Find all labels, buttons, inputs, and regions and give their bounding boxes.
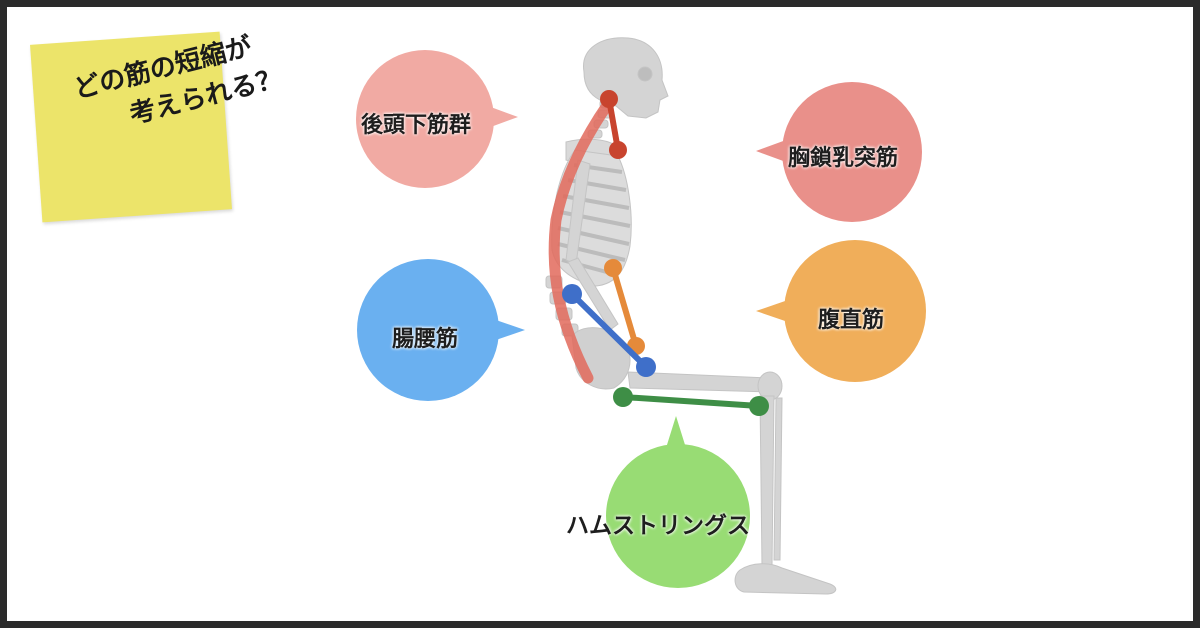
abdominal-marker-line bbox=[610, 267, 639, 347]
hamstring-marker-line bbox=[622, 394, 760, 409]
neck-marker-top bbox=[600, 90, 618, 108]
foot bbox=[734, 563, 837, 595]
bubble-suboccipital bbox=[356, 50, 518, 188]
skull bbox=[583, 37, 669, 119]
label-iliopsoas: 腸腰筋 bbox=[392, 327, 459, 352]
bubble-hamstrings bbox=[606, 416, 750, 588]
bubble-scm bbox=[756, 82, 922, 222]
label-hamstrings: ハムストリングス bbox=[566, 513, 750, 539]
abdominal-marker-top bbox=[604, 259, 622, 277]
forearm bbox=[567, 257, 619, 331]
bubble-rectus-abdominis bbox=[756, 240, 926, 382]
fibula bbox=[773, 397, 783, 561]
spine-curve bbox=[548, 98, 614, 384]
label-scm: 胸鎖乳突筋 bbox=[788, 146, 899, 171]
psoas-marker-bottom bbox=[636, 357, 656, 377]
psoas-marker-top bbox=[562, 284, 582, 304]
tibia bbox=[759, 395, 775, 567]
hamstring-marker-left bbox=[613, 387, 633, 407]
label-rectus-abdominis: 腹直筋 bbox=[818, 308, 885, 333]
neck-marker-bottom bbox=[609, 141, 627, 159]
eye-socket bbox=[637, 66, 653, 82]
bubble-iliopsoas bbox=[357, 259, 525, 401]
psoas-marker-line bbox=[569, 291, 649, 370]
label-suboccipital: 後頭下筋群 bbox=[361, 113, 472, 138]
hamstring-marker-right bbox=[749, 396, 769, 416]
skeleton bbox=[545, 37, 837, 595]
